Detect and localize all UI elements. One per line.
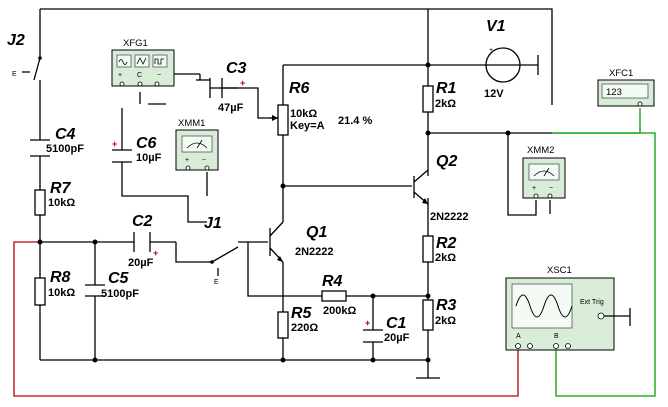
r8-value: 10kΩ (48, 287, 75, 299)
capacitor-c2[interactable] (133, 232, 151, 252)
wires (39, 8, 553, 379)
xmm1-label: XMM1 (178, 118, 205, 129)
svg-text:+: + (112, 139, 117, 149)
xsc1-label: XSC1 (547, 265, 572, 276)
resistor-r1[interactable] (422, 85, 434, 113)
xfg1-label: XFG1 (123, 38, 148, 49)
r2-label: R2 (436, 235, 457, 252)
c5-label: C5 (108, 270, 130, 287)
c1-value: 20µF (384, 332, 410, 344)
capacitor-c6[interactable] (112, 149, 132, 163)
c6-label: C6 (136, 135, 157, 152)
capacitor-c3[interactable] (199, 74, 238, 98)
j2-label: J2 (7, 32, 25, 49)
resistor-r2[interactable] (422, 235, 434, 263)
q1-label: Q1 (306, 224, 327, 241)
capacitor-c4[interactable] (30, 139, 50, 157)
resistor-r7[interactable] (34, 189, 46, 216)
multimeter-xmm2[interactable]: + − (522, 157, 566, 199)
transistor-q1[interactable] (269, 221, 284, 263)
j2-key: E (12, 71, 17, 78)
resistor-r4[interactable] (321, 290, 347, 302)
switch-j2[interactable] (22, 56, 42, 81)
c2-label: C2 (132, 213, 153, 230)
r6-percent: 21.4 % (338, 115, 372, 127)
r6-label: R6 (289, 80, 310, 97)
svg-text:+: + (365, 318, 370, 328)
capacitor-c1[interactable] (363, 329, 383, 343)
svg-text:−: − (157, 72, 161, 79)
switch-j1[interactable] (210, 246, 239, 276)
scope-channel-a-wire (13, 241, 519, 397)
svg-text:+: + (532, 185, 536, 192)
r3-label: R3 (436, 297, 457, 314)
xsc1-channel-b: B (554, 333, 559, 340)
r1-value: 2kΩ (435, 98, 456, 110)
svg-text:+: + (118, 72, 122, 79)
xsc1-ext-trig: Ext Trig (580, 299, 604, 306)
transistor-q2[interactable] (413, 169, 429, 205)
c4-value: 5100pF (46, 143, 84, 155)
q2-model: 2N2222 (430, 211, 469, 223)
r4-label: R4 (322, 273, 343, 290)
resistor-r8[interactable] (34, 277, 46, 306)
r5-label: R5 (291, 305, 313, 322)
r7-label: R7 (50, 180, 72, 197)
r7-value: 10kΩ (48, 197, 75, 209)
svg-text:+: + (240, 78, 245, 88)
c3-value: 47µF (218, 102, 244, 114)
svg-text:−: − (549, 185, 553, 192)
r8-label: R8 (50, 269, 71, 286)
xfc1-display: 123 (606, 87, 622, 98)
potentiometer-r6[interactable] (270, 104, 289, 136)
r1-label: R1 (436, 80, 457, 97)
multimeter-xmm1[interactable]: + − (175, 129, 219, 171)
svg-text:C: C (137, 72, 142, 79)
c3-label: C3 (226, 60, 247, 77)
r2-value: 2kΩ (435, 252, 456, 264)
resistor-r5[interactable] (277, 311, 289, 339)
r6-key: Key=A (290, 120, 325, 132)
v1-label: V1 (486, 18, 506, 35)
q2-label: Q2 (436, 153, 457, 170)
xsc1-channel-a: A (516, 333, 521, 340)
oscilloscope-xsc1[interactable]: Ext Trig A B (505, 277, 631, 351)
r4-value: 200kΩ (323, 305, 356, 317)
v1-value: 12V (484, 88, 504, 100)
frequency-counter-xfc1[interactable]: 123 (597, 79, 655, 107)
capacitor-c5[interactable] (85, 242, 105, 360)
c6-value: 10µF (136, 152, 162, 164)
c4-label: C4 (55, 126, 76, 143)
voltage-source-v1[interactable]: + (485, 47, 521, 83)
resistor-r3[interactable] (422, 299, 434, 331)
c5-value: 5100pF (101, 288, 139, 300)
function-generator-xfg1[interactable]: + C − (111, 49, 175, 87)
q1-model: 2N2222 (295, 246, 334, 258)
svg-text:+: + (153, 248, 158, 258)
xmm2-label: XMM2 (527, 145, 554, 156)
j1-label: J1 (204, 215, 222, 232)
svg-text:+: + (489, 47, 493, 54)
r6-value: 10kΩ (290, 108, 317, 120)
svg-text:−: − (202, 157, 206, 164)
c2-value: 20µF (128, 257, 154, 269)
j1-key: E (214, 279, 219, 286)
svg-text:+: + (185, 157, 189, 164)
r3-value: 2kΩ (435, 315, 456, 327)
c1-label: C1 (386, 315, 407, 332)
xfc1-label: XFC1 (609, 68, 633, 79)
r5-value: 220Ω (291, 322, 318, 334)
